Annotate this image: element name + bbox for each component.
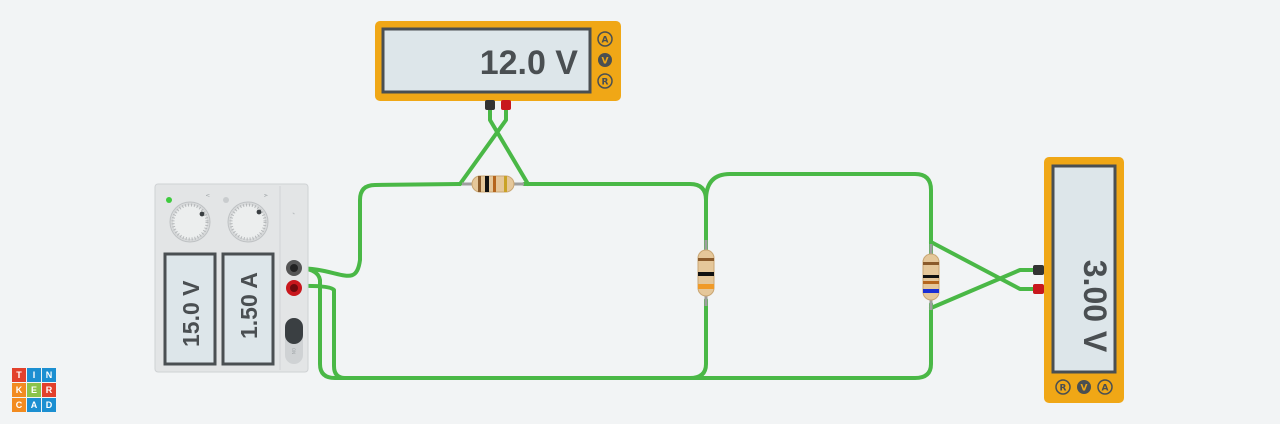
wire-r2-to-r3-top bbox=[704, 172, 933, 256]
logo-letter: K bbox=[12, 383, 26, 397]
right-meter-probe-black[interactable] bbox=[1033, 265, 1044, 275]
logo-letter: R bbox=[42, 383, 56, 397]
wire-right-probe-red bbox=[929, 240, 1040, 291]
voltage-knob[interactable]: V bbox=[169, 194, 211, 243]
voltage-display bbox=[163, 252, 217, 366]
wire-r2-return bbox=[294, 283, 708, 380]
svg-text:V: V bbox=[1081, 384, 1088, 394]
right-meter-display bbox=[1051, 164, 1117, 374]
svg-text:R: R bbox=[602, 78, 609, 88]
resistor-r2[interactable] bbox=[697, 240, 715, 306]
right-meter-mode-r[interactable]: R bbox=[1055, 379, 1071, 395]
top-meter-mode-v[interactable]: V bbox=[598, 53, 612, 67]
top-meter-probe-black[interactable] bbox=[485, 100, 495, 110]
logo-letter: I bbox=[27, 368, 41, 382]
logo-letter: A bbox=[27, 398, 41, 412]
wire-r1-to-node bbox=[522, 182, 708, 252]
logo-letter: E bbox=[27, 383, 41, 397]
svg-text:R: R bbox=[1060, 384, 1067, 394]
svg-text:V: V bbox=[602, 57, 609, 67]
power-switch[interactable]: ON bbox=[285, 318, 303, 364]
top-meter-probe-red[interactable] bbox=[501, 100, 511, 110]
svg-text:V: V bbox=[205, 194, 210, 197]
logo-letter: D bbox=[42, 398, 56, 412]
right-meter-mode-a[interactable]: A bbox=[1097, 379, 1113, 395]
right-meter-probe-red[interactable] bbox=[1033, 284, 1044, 294]
current-display bbox=[221, 252, 275, 366]
wire-top-probe-red bbox=[458, 104, 508, 186]
current-reading: 1.50 A bbox=[236, 272, 262, 339]
multimeter-right[interactable]: 3.00 V R V A bbox=[1033, 157, 1124, 403]
top-meter-reading: 12.0 V bbox=[480, 44, 579, 82]
svg-text:A: A bbox=[1102, 384, 1109, 394]
right-meter-reading: 3.00 V bbox=[1077, 260, 1113, 353]
multimeter-top[interactable]: 12.0 V A V R bbox=[375, 21, 621, 110]
resistor-r3[interactable] bbox=[922, 244, 940, 310]
voltage-reading: 15.0 V bbox=[178, 280, 204, 347]
tinkercad-logo[interactable]: T I N K E R C A D bbox=[12, 368, 56, 412]
logo-letter: T bbox=[12, 368, 26, 382]
current-knob[interactable]: A bbox=[227, 194, 269, 243]
wire-r3-return bbox=[294, 266, 933, 380]
power-led bbox=[166, 197, 172, 203]
svg-text:A: A bbox=[602, 36, 609, 46]
wire-top-probe-black bbox=[488, 104, 530, 186]
right-meter-mode-v[interactable]: V bbox=[1077, 380, 1091, 394]
wire-right-probe-black bbox=[929, 268, 1040, 310]
resistor-r1[interactable] bbox=[462, 175, 524, 193]
power-switch-label: ON bbox=[291, 348, 296, 354]
power-supply[interactable]: ⚡ V A 15.0 V 1.50 A ON bbox=[154, 183, 309, 373]
wire-supply-to-r1 bbox=[294, 182, 462, 278]
logo-letter: C bbox=[12, 398, 26, 412]
supply-brand-mark: ⚡ bbox=[291, 212, 296, 215]
top-meter-mode-r[interactable]: R bbox=[597, 73, 613, 89]
current-led bbox=[223, 197, 229, 203]
top-meter-mode-a[interactable]: A bbox=[597, 31, 613, 47]
svg-text:A: A bbox=[263, 194, 268, 197]
logo-letter: N bbox=[42, 368, 56, 382]
top-meter-display bbox=[381, 27, 592, 94]
